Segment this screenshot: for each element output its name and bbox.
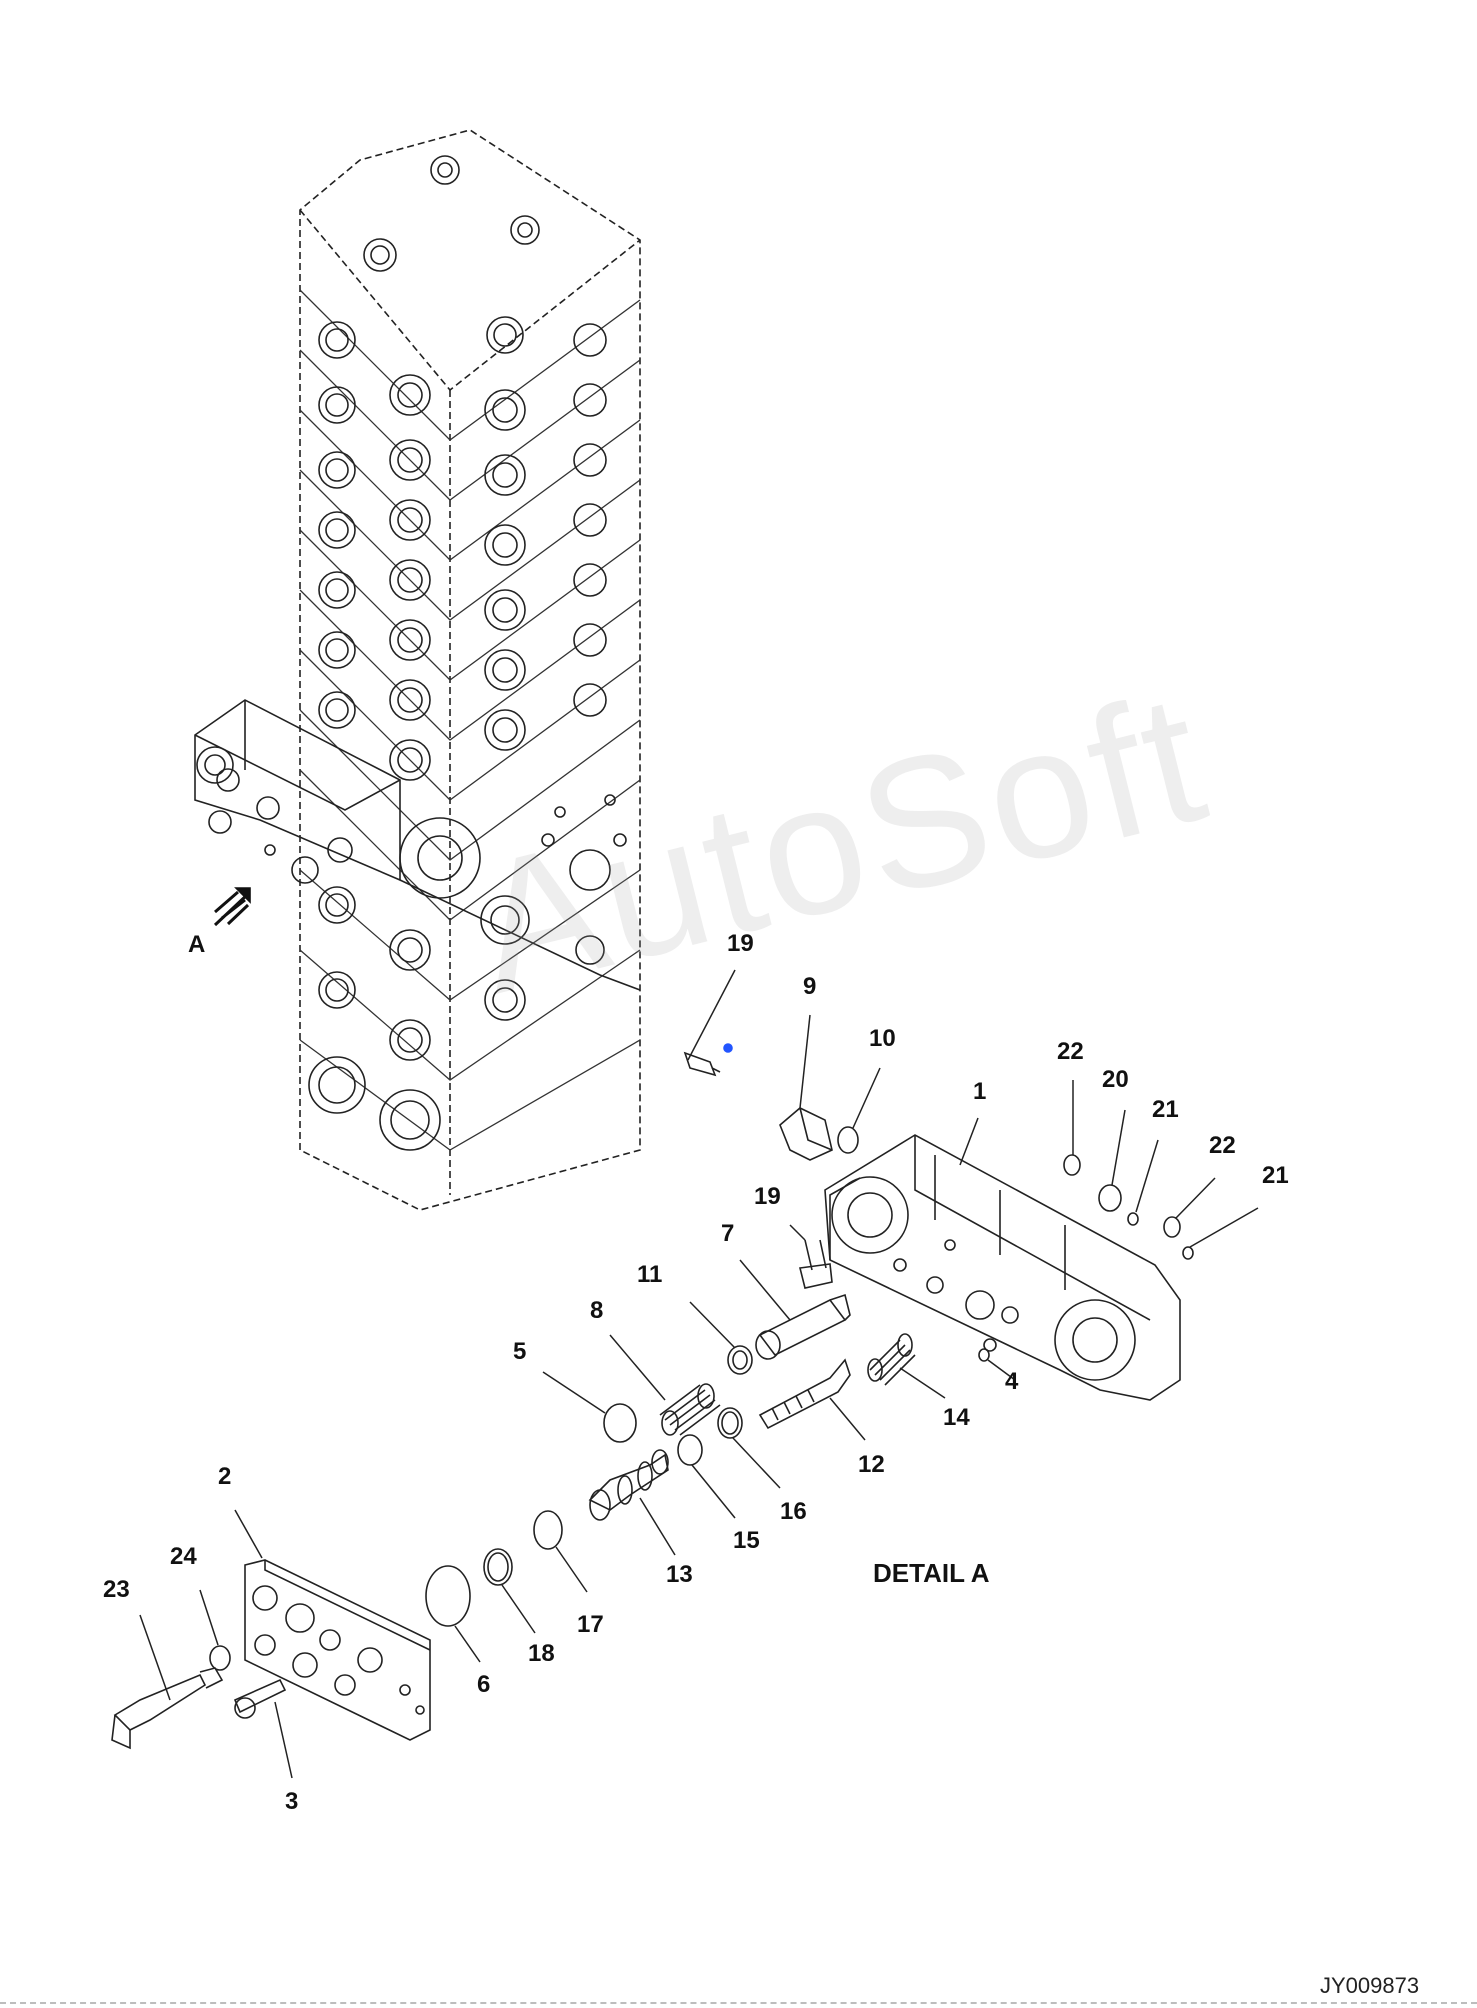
part-24-washer — [209, 1645, 231, 1671]
part-13-valve — [588, 1449, 669, 1521]
callout-13: 13 — [666, 1561, 693, 1588]
callout-24: 24 — [170, 1543, 197, 1570]
callout-16: 16 — [780, 1498, 807, 1525]
leader-lines — [139, 969, 1259, 1779]
part-2-cover — [244, 1559, 431, 1741]
callout-19-lower: 19 — [754, 1183, 781, 1210]
leader-21b — [1189, 1207, 1259, 1248]
leader-13 — [639, 1497, 676, 1556]
drawing-code: JY009873 — [1320, 1973, 1420, 1998]
leader-24 — [199, 1589, 219, 1646]
callout-23: 23 — [103, 1576, 130, 1603]
detail-a-title: DETAIL A — [873, 1558, 990, 1588]
part-15-o-ring — [677, 1434, 703, 1466]
part-19-bolt-top — [683, 1043, 733, 1077]
leader-7 — [739, 1259, 791, 1321]
leader-15 — [691, 1464, 736, 1519]
leader-19b — [789, 1224, 806, 1241]
valve-ports — [308, 155, 627, 1151]
part-8-spring — [659, 1383, 721, 1436]
part-18-ring-inner — [487, 1552, 509, 1582]
leader-1 — [959, 1117, 979, 1166]
leader-18 — [501, 1584, 536, 1634]
part-20-o-ring — [1098, 1184, 1122, 1212]
callout-7: 7 — [721, 1220, 735, 1247]
callout-9: 9 — [803, 973, 817, 1000]
callout-6: 6 — [477, 1671, 491, 1698]
part-16-ring-inner — [721, 1411, 739, 1435]
part-18-ring — [483, 1548, 513, 1586]
callout-18: 18 — [528, 1640, 555, 1667]
callout-8: 8 — [590, 1297, 604, 1324]
part-12-spool — [758, 1358, 851, 1430]
callout-12: 12 — [858, 1451, 885, 1478]
part-14-spring — [867, 1333, 916, 1386]
part-5-o-ring — [603, 1403, 637, 1443]
callout-21-a: 21 — [1152, 1096, 1179, 1123]
leader-22b — [1175, 1177, 1216, 1219]
leader-14 — [899, 1367, 946, 1399]
leader-19a — [687, 969, 736, 1061]
part-7-sleeve — [755, 1293, 851, 1360]
part-6-o-ring — [425, 1565, 471, 1627]
leader-9 — [799, 1014, 811, 1109]
part-3-bolt — [233, 1678, 287, 1719]
callout-15: 15 — [733, 1527, 760, 1554]
assembled-service-block — [194, 699, 641, 991]
part-11-ring-inner — [732, 1350, 748, 1370]
leader-8 — [609, 1334, 666, 1401]
control-valve-stack — [299, 129, 641, 1211]
part-19-bolt-lower — [799, 1239, 833, 1289]
view-label-a: A — [188, 931, 206, 958]
callout-21-b: 21 — [1262, 1162, 1289, 1189]
valve-section-lines — [299, 289, 641, 1151]
callout-5: 5 — [513, 1338, 527, 1365]
leader-3 — [274, 1701, 293, 1779]
leader-6 — [454, 1625, 481, 1663]
callout-20: 20 — [1102, 1066, 1129, 1093]
leader-5 — [542, 1371, 606, 1414]
part-9-plug — [779, 1107, 833, 1161]
part-11-ring — [727, 1345, 753, 1375]
part-16-ring — [717, 1407, 743, 1439]
callout-2: 2 — [218, 1463, 232, 1490]
leader-17 — [555, 1546, 588, 1593]
leader-16 — [732, 1437, 781, 1489]
view-arrow-a — [213, 887, 251, 927]
part-10-o-ring — [837, 1126, 859, 1154]
leader-2 — [234, 1509, 263, 1559]
part-22-o-ring-b — [1163, 1216, 1181, 1238]
part-22-o-ring-a — [1063, 1154, 1081, 1176]
leader-21a — [1135, 1139, 1159, 1213]
page-edge — [0, 2002, 1477, 2004]
leader-20 — [1111, 1109, 1126, 1186]
leader-23 — [139, 1614, 171, 1701]
callout-11: 11 — [637, 1261, 663, 1288]
leader-4 — [987, 1359, 1016, 1381]
part-21-o-ring-a — [1127, 1212, 1139, 1226]
part-17-o-ring — [533, 1510, 563, 1550]
part-21-o-ring-b — [1182, 1246, 1194, 1260]
callout-1: 1 — [973, 1078, 987, 1105]
callout-14: 14 — [943, 1404, 970, 1431]
callout-22-b: 22 — [1209, 1132, 1236, 1159]
callout-17: 17 — [577, 1611, 604, 1638]
part-4-o-ring — [978, 1348, 990, 1362]
callout-22-a: 22 — [1057, 1038, 1084, 1065]
leader-12 — [829, 1397, 866, 1441]
part-23-bolt — [111, 1667, 224, 1750]
callout-4: 4 — [1005, 1368, 1019, 1395]
part-1-housing — [824, 1134, 1181, 1401]
callout-19-top: 19 — [727, 930, 754, 957]
leader-11 — [689, 1301, 736, 1349]
callout-10: 10 — [869, 1025, 896, 1052]
leader-10 — [852, 1067, 881, 1129]
callout-3: 3 — [285, 1788, 299, 1815]
